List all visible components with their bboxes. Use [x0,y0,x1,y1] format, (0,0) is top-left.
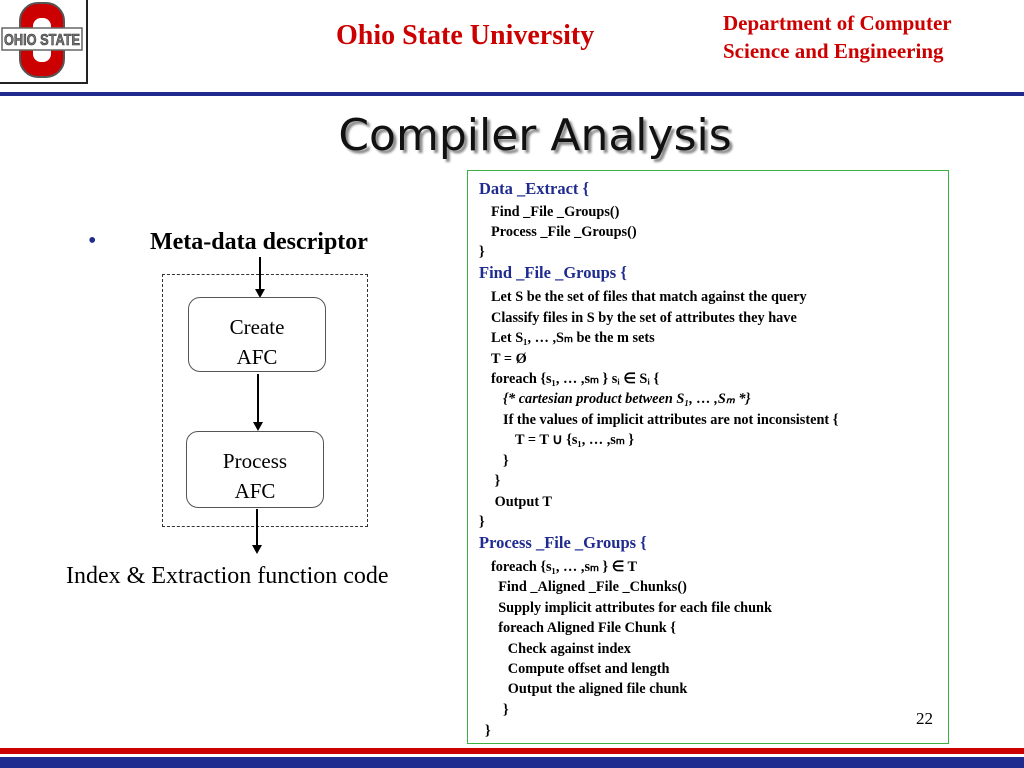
arrow-mid-head-icon [253,422,263,431]
code-line: } [479,514,485,530]
slide-header: OHIO STATE Ohio State University Departm… [0,0,1024,92]
code-line: Let S be the set of files that match aga… [491,289,807,305]
code-line: Data _Extract { [479,179,590,198]
arrow-in-head-icon [255,289,265,298]
process-afc-box: Process AFC [186,431,324,508]
slide-number: 22 [916,709,933,728]
ohio-state-logo: OHIO STATE [0,0,88,84]
code-line: T = T ∪ {s₁, … ,sₘ } [515,432,634,448]
code-line: foreach {s₁, … ,sₘ } ∈ T [491,559,637,575]
arrow-in-line [259,257,261,289]
output-label: Index & Extraction function code [66,563,389,589]
code-line: Classify files in S by the set of attrib… [491,310,797,326]
code-line: foreach {s₁, … ,sₘ } sᵢ ∈ Sᵢ { [491,371,660,387]
code-line: foreach Aligned File Chunk { [498,620,676,636]
bullet-text: Meta-data descriptor [150,229,368,255]
code-line: {* cartesian product between S₁, … ,Sₘ *… [503,391,751,407]
university-name: Ohio State University [336,20,595,51]
header-divider [0,92,1024,96]
page-title: Compiler Analysis [338,110,732,161]
footer-rule-red [0,748,1024,754]
logo-wordmark: OHIO STATE [4,32,80,49]
arrow-out-head-icon [252,545,262,554]
code-line: If the values of implicit attributes are… [503,412,839,428]
code-line: Find _Aligned _File _Chunks() [498,579,687,595]
footer-rule-blue [0,757,1024,768]
code-line: Find _File _Groups() [491,204,620,220]
code-line: Process _File _Groups() [491,224,637,240]
arrow-out-line [256,509,258,546]
code-line: T = Ø [491,351,527,367]
code-line: Process _File _Groups { [479,533,647,552]
block-o-logo-icon: OHIO STATE [1,2,83,78]
bullet-icon: • [88,228,97,254]
pseudocode-box [467,170,949,744]
code-line: } [485,723,491,739]
code-line: } [503,453,509,469]
code-line: Find _File _Groups { [479,263,627,282]
code-line: Output the aligned file chunk [507,681,688,697]
code-line: Supply implicit attributes for each file… [498,600,772,616]
arrow-mid-line [257,374,259,423]
department-name: Department of Computer Science and Engin… [723,11,952,63]
code-line: Output T [494,494,552,510]
code-line: Check against index [507,641,631,657]
create-afc-box: Create AFC [188,297,326,372]
code-line: } [503,702,509,718]
code-line: } [479,244,485,260]
code-line: } [494,473,501,489]
code-line: Compute offset and length [507,661,670,677]
code-line: Let S₁, … ,Sₘ be the m sets [491,330,655,346]
dashed-boundary [162,274,368,527]
